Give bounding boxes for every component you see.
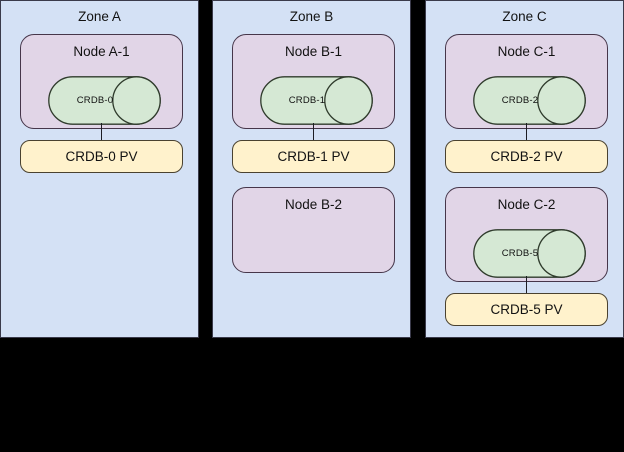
pod-label-crdb-2: CRDB-2 bbox=[501, 95, 539, 106]
zone-title-c: Zone C bbox=[502, 9, 547, 24]
zone-title-a: Zone A bbox=[78, 9, 121, 24]
volume-box-crdb-1-pv: CRDB-1 PV bbox=[232, 140, 395, 173]
node-container-c-1: Node C-1 CRDB-2 bbox=[445, 34, 608, 129]
zone-container-a: Zone A Node A-1 CRDB-0 CRDB-0 PV bbox=[0, 0, 199, 338]
volume-label-crdb-0-pv: CRDB-0 PV bbox=[65, 148, 138, 164]
node-container-b-2: Node B-2 bbox=[232, 187, 395, 273]
node-container-a-1: Node A-1 CRDB-0 bbox=[20, 34, 183, 129]
zone-title-b: Zone B bbox=[289, 9, 334, 24]
pod-cylinder-crdb-1: CRDB-1 bbox=[260, 76, 373, 125]
zone-container-b: Zone B Node B-1 CRDB-1 CRDB-1 PV Node B-… bbox=[212, 0, 411, 338]
node-container-c-2: Node C-2 CRDB-5 bbox=[445, 187, 608, 282]
node-title-c-2: Node C-2 bbox=[497, 197, 556, 212]
node-title-a-1: Node A-1 bbox=[73, 44, 130, 59]
node-container-b-1: Node B-1 CRDB-1 bbox=[232, 34, 395, 129]
connector-node-a-1-to-crdb-0-pv bbox=[101, 123, 102, 141]
pod-cylinder-crdb-0: CRDB-0 bbox=[48, 76, 161, 125]
volume-label-crdb-5-pv: CRDB-5 PV bbox=[490, 301, 563, 317]
volume-box-crdb-2-pv: CRDB-2 PV bbox=[445, 140, 608, 173]
connector-node-b-1-to-crdb-1-pv bbox=[313, 123, 314, 141]
connector-node-c-1-to-crdb-2-pv bbox=[526, 123, 527, 141]
volume-box-crdb-5-pv: CRDB-5 PV bbox=[445, 293, 608, 326]
node-title-c-1: Node C-1 bbox=[497, 44, 556, 59]
pod-label-crdb-1: CRDB-1 bbox=[288, 95, 326, 106]
zone-container-c: Zone C Node C-1 CRDB-2 CRDB-2 PV Node C-… bbox=[425, 0, 624, 338]
volume-label-crdb-2-pv: CRDB-2 PV bbox=[490, 148, 563, 164]
pod-label-crdb-0: CRDB-0 bbox=[76, 95, 114, 106]
pod-cylinder-crdb-5: CRDB-5 bbox=[473, 229, 586, 278]
connector-node-c-2-to-crdb-5-pv bbox=[526, 276, 527, 294]
pod-cylinder-crdb-2: CRDB-2 bbox=[473, 76, 586, 125]
node-title-b-1: Node B-1 bbox=[284, 44, 343, 59]
pod-label-crdb-5: CRDB-5 bbox=[501, 248, 539, 259]
node-title-b-2: Node B-2 bbox=[284, 197, 343, 212]
volume-box-crdb-0-pv: CRDB-0 PV bbox=[20, 140, 183, 173]
volume-label-crdb-1-pv: CRDB-1 PV bbox=[277, 148, 350, 164]
